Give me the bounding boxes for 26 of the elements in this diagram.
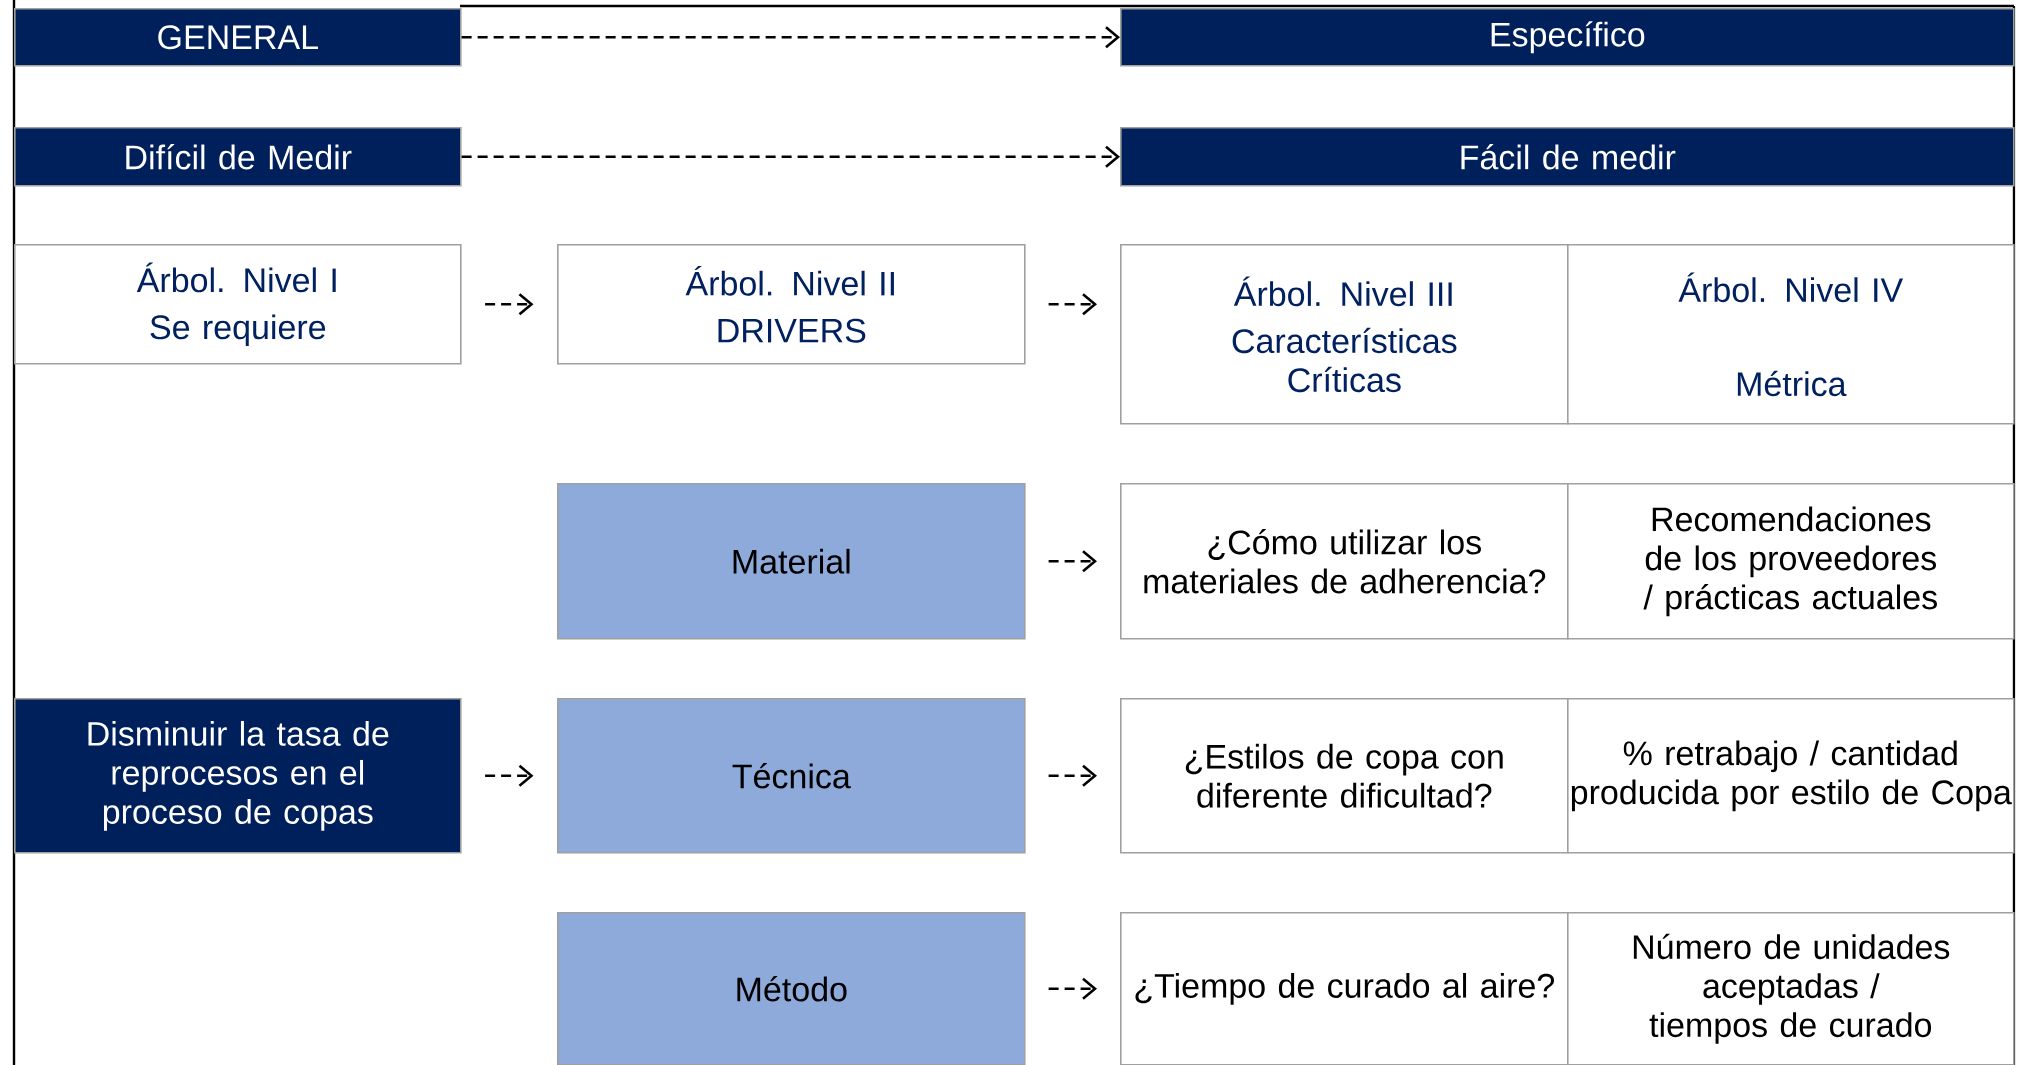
driver-box: Material xyxy=(557,483,1026,640)
arrow xyxy=(485,293,534,316)
table-cell: ¿Estilos de copa con diferente dificultad? xyxy=(1120,698,1569,854)
level-header-cell: Árbol. Nivel II DRIVERS xyxy=(557,244,1026,365)
header-bar: Difícil de Medir xyxy=(14,127,462,187)
header-bar: Disminuir la tasa de reprocesos en el proceso de copas xyxy=(14,698,462,854)
table-cell: ¿Cómo utilizar los materiales de adherencia? xyxy=(1120,483,1569,640)
driver-box: Método xyxy=(557,912,1026,1065)
level-header-cell: Árbol. Nivel III Características Críticas xyxy=(1120,244,1569,425)
header-bar: Específico xyxy=(1120,8,2015,67)
table-cell: Número de unidades aceptadas / tiempos de curado xyxy=(1567,912,2015,1065)
header-bar: GENERAL xyxy=(14,8,462,67)
level-header-cell: Árbol. Nivel I Se requiere xyxy=(14,244,462,365)
arrow xyxy=(461,26,1120,49)
level-header-cell: Árbol. Nivel IV Métrica xyxy=(1567,244,2015,425)
table-cell: % retrabajo / cantidad producida por estilo de Copa xyxy=(1567,698,2015,854)
table-cell: Recomendaciones de los proveedores / prácticas actuales xyxy=(1567,483,2015,640)
driver-box: Técnica xyxy=(557,698,1026,854)
table-cell: ¿Tiempo de curado al aire? xyxy=(1120,912,1569,1065)
arrow xyxy=(1048,293,1097,316)
arrow xyxy=(485,764,534,787)
arrow xyxy=(461,145,1120,168)
arrow xyxy=(1048,764,1097,787)
arrow xyxy=(1048,977,1097,1000)
arrow xyxy=(1048,550,1097,573)
header-bar: Fácil de medir xyxy=(1120,127,2015,187)
